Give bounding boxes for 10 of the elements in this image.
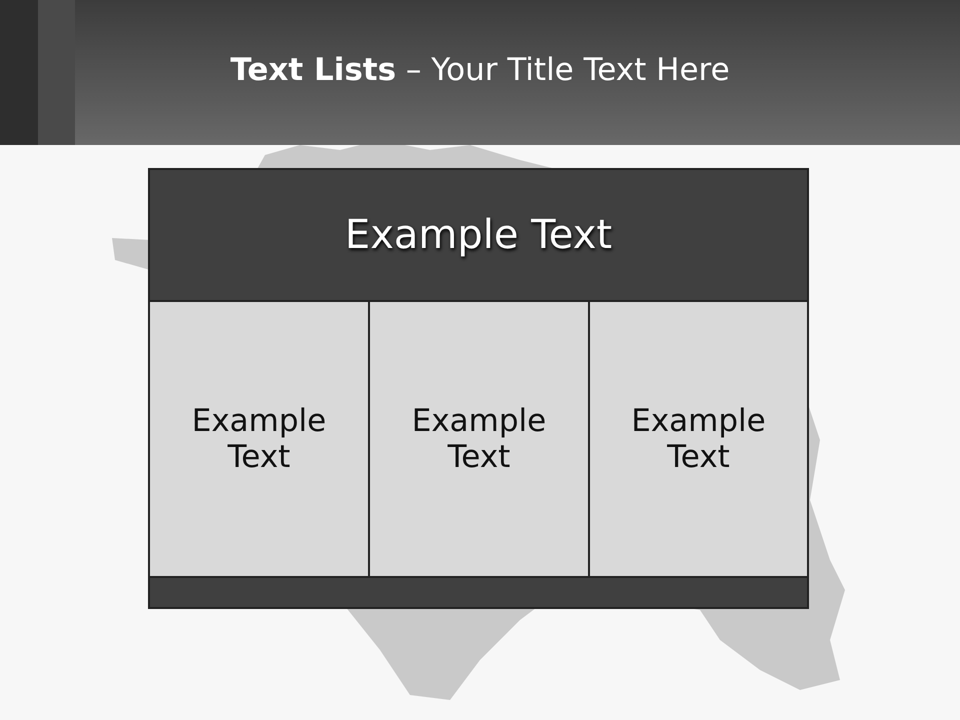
box-text: Example Text (410, 403, 548, 475)
text-box (148, 300, 370, 578)
box-text: Example Text (344, 212, 614, 258)
box-text: Example Text (190, 403, 328, 475)
box-text: Example Text (630, 403, 767, 475)
text-box (368, 300, 590, 578)
footer-bar (148, 576, 809, 609)
header-box (148, 168, 809, 302)
slide-title: Text Lists – Your Title Text Here (229, 52, 731, 88)
text-box (588, 300, 809, 578)
